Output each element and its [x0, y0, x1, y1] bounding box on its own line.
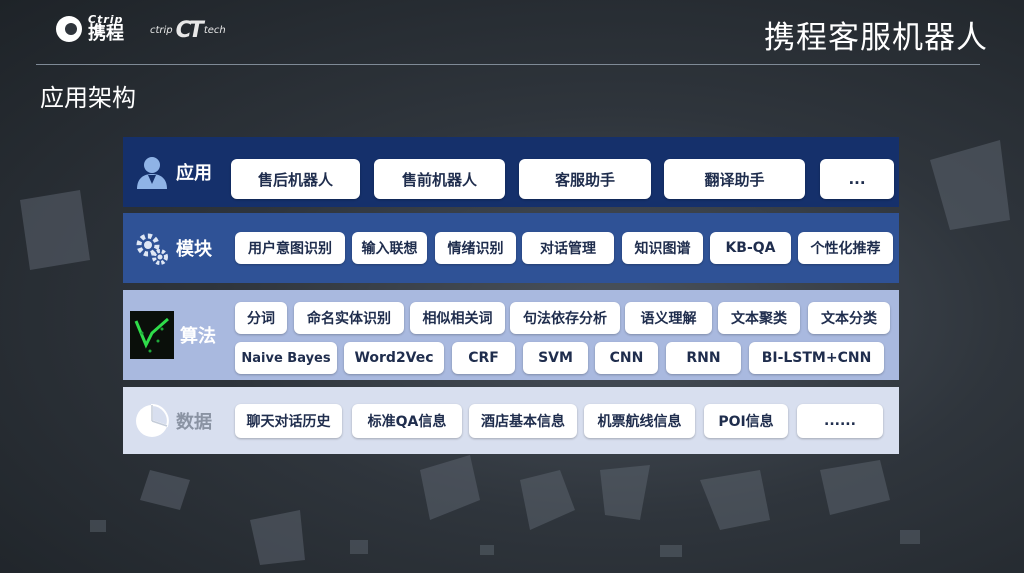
data-item[interactable]: ......	[797, 404, 883, 438]
module-item[interactable]: 对话管理	[522, 232, 614, 264]
data-item[interactable]: 机票航线信息	[584, 404, 695, 438]
header-bar: Ctrip 携程 ctrip CT tech 携程客服机器人	[0, 0, 1024, 66]
app-item[interactable]: 客服助手	[519, 159, 651, 199]
module-item[interactable]: 输入联想	[352, 232, 427, 264]
module-item[interactable]: 情绪识别	[435, 232, 516, 264]
layer-head: 模块	[123, 213, 223, 283]
algorithm-model[interactable]: BI-LSTM+CNN	[749, 342, 884, 374]
algorithm-task[interactable]: 文本分类	[808, 302, 890, 334]
layer-label: 算法	[180, 326, 216, 347]
app-item[interactable]: 售后机器人	[231, 159, 360, 199]
data-item[interactable]: POI信息	[704, 404, 788, 438]
tech-prefix: ctrip	[150, 25, 173, 36]
data-item[interactable]: 标准QA信息	[352, 404, 462, 438]
module-item[interactable]: 个性化推荐	[798, 232, 893, 264]
ctrip-swirl-icon	[56, 15, 82, 42]
layer-module: 模块 用户意图识别 输入联想 情绪识别 对话管理 知识图谱 KB-QA 个性化推…	[123, 213, 899, 283]
algorithm-task[interactable]: 句法依存分析	[510, 302, 620, 334]
algorithm-task[interactable]: 语义理解	[625, 302, 712, 334]
algorithm-model[interactable]: Word2Vec	[344, 342, 444, 374]
header-divider	[36, 64, 980, 65]
slide-title: 携程客服机器人	[764, 20, 988, 56]
layer-data: 数据 聊天对话历史 标准QA信息 酒店基本信息 机票航线信息 POI信息 ...…	[123, 387, 899, 454]
layer-head: 应用	[123, 137, 223, 207]
layer-label: 数据	[176, 411, 212, 433]
tech-mark: CT	[175, 18, 204, 43]
gears-icon	[136, 233, 168, 265]
algorithm-task[interactable]: 分词	[235, 302, 287, 334]
module-item[interactable]: 用户意图识别	[235, 232, 345, 264]
layer-head: 算法	[123, 290, 223, 380]
algorithm-model[interactable]: SVM	[523, 342, 588, 374]
layer-label: 模块	[176, 239, 212, 260]
pie-chart-icon	[136, 403, 169, 437]
algorithm-task[interactable]: 命名实体识别	[294, 302, 404, 334]
ctrip-logo: Ctrip 携程	[56, 14, 124, 43]
tech-suffix: tech	[203, 25, 226, 36]
module-item[interactable]: KB-QA	[710, 232, 791, 264]
app-item[interactable]: 售前机器人	[374, 159, 505, 199]
algorithm-task[interactable]: 文本聚类	[718, 302, 800, 334]
algorithm-model[interactable]: CNN	[595, 342, 658, 374]
layer-algorithm: 算法 分词 命名实体识别 相似相关词 句法依存分析 语义理解 文本聚类 文本分类…	[123, 290, 899, 380]
data-item[interactable]: 酒店基本信息	[469, 404, 577, 438]
neural-image-icon	[130, 311, 174, 359]
section-title: 应用架构	[40, 84, 136, 112]
ctrip-tech-logo: ctrip CT tech	[150, 18, 226, 43]
algorithm-model[interactable]: RNN	[666, 342, 741, 374]
layer-head: 数据	[123, 387, 223, 454]
data-item[interactable]: 聊天对话历史	[235, 404, 342, 438]
algorithm-task[interactable]: 相似相关词	[410, 302, 505, 334]
algorithm-model[interactable]: Naive Bayes	[235, 342, 337, 374]
layer-application: 应用 售后机器人 售前机器人 客服助手 翻译助手 ...	[123, 137, 899, 207]
module-item[interactable]: 知识图谱	[622, 232, 703, 264]
layer-label: 应用	[176, 163, 212, 184]
app-item[interactable]: 翻译助手	[664, 159, 805, 199]
brand-en: Ctrip	[88, 13, 124, 26]
brand-cn: 携程	[88, 23, 124, 44]
app-item[interactable]: ...	[820, 159, 894, 199]
algorithm-model[interactable]: CRF	[452, 342, 515, 374]
person-icon	[137, 157, 167, 189]
